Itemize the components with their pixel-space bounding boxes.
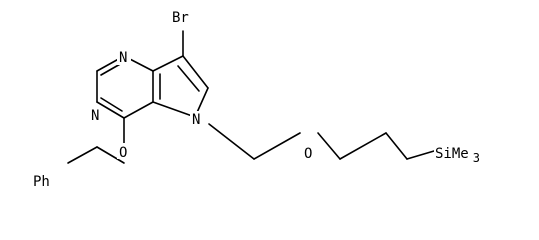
bond-ch2d-si [406, 150, 435, 160]
atom-labels: Br N N N O O Ph SiMe 3 [32, 8, 516, 190]
label-trimethylsilyl: SiMe 3 [435, 146, 480, 165]
label-oxygen-ether: O [304, 146, 312, 162]
label-nitrogen-5: N [192, 112, 200, 128]
bond-o-ch2b [317, 132, 341, 160]
bond-c4-c4a [123, 101, 154, 119]
label-nitrogen-1: N [119, 50, 127, 66]
bond-c7a-c7 [152, 55, 184, 72]
bond-ch2-o [253, 132, 301, 160]
bond-c7-c6-inner [177, 65, 200, 92]
label-nitrogen-3: N [91, 108, 99, 124]
bond-c7-c6 [182, 55, 209, 89]
label-bromine: Br [172, 10, 189, 26]
bond-o-ch2 [96, 146, 125, 164]
bond-n3-c4 [96, 101, 125, 119]
bond-n3-c4-inner [100, 97, 123, 112]
bond-n5-ch2 [208, 123, 255, 160]
bond-ch2-ph [67, 146, 98, 164]
structure-diagram: Br N N N O O Ph SiMe 3 [32, 8, 516, 190]
bond-n5-c4a [152, 101, 196, 118]
bond-ch2b-ch2c [339, 132, 387, 160]
bond-ch2c-ch2d [385, 132, 408, 160]
label-phenyl: Ph [33, 174, 50, 190]
label-sime: SiMe [435, 146, 469, 162]
label-sime-subscript: 3 [473, 151, 480, 165]
label-oxygen-benzyloxy: O [119, 145, 127, 161]
